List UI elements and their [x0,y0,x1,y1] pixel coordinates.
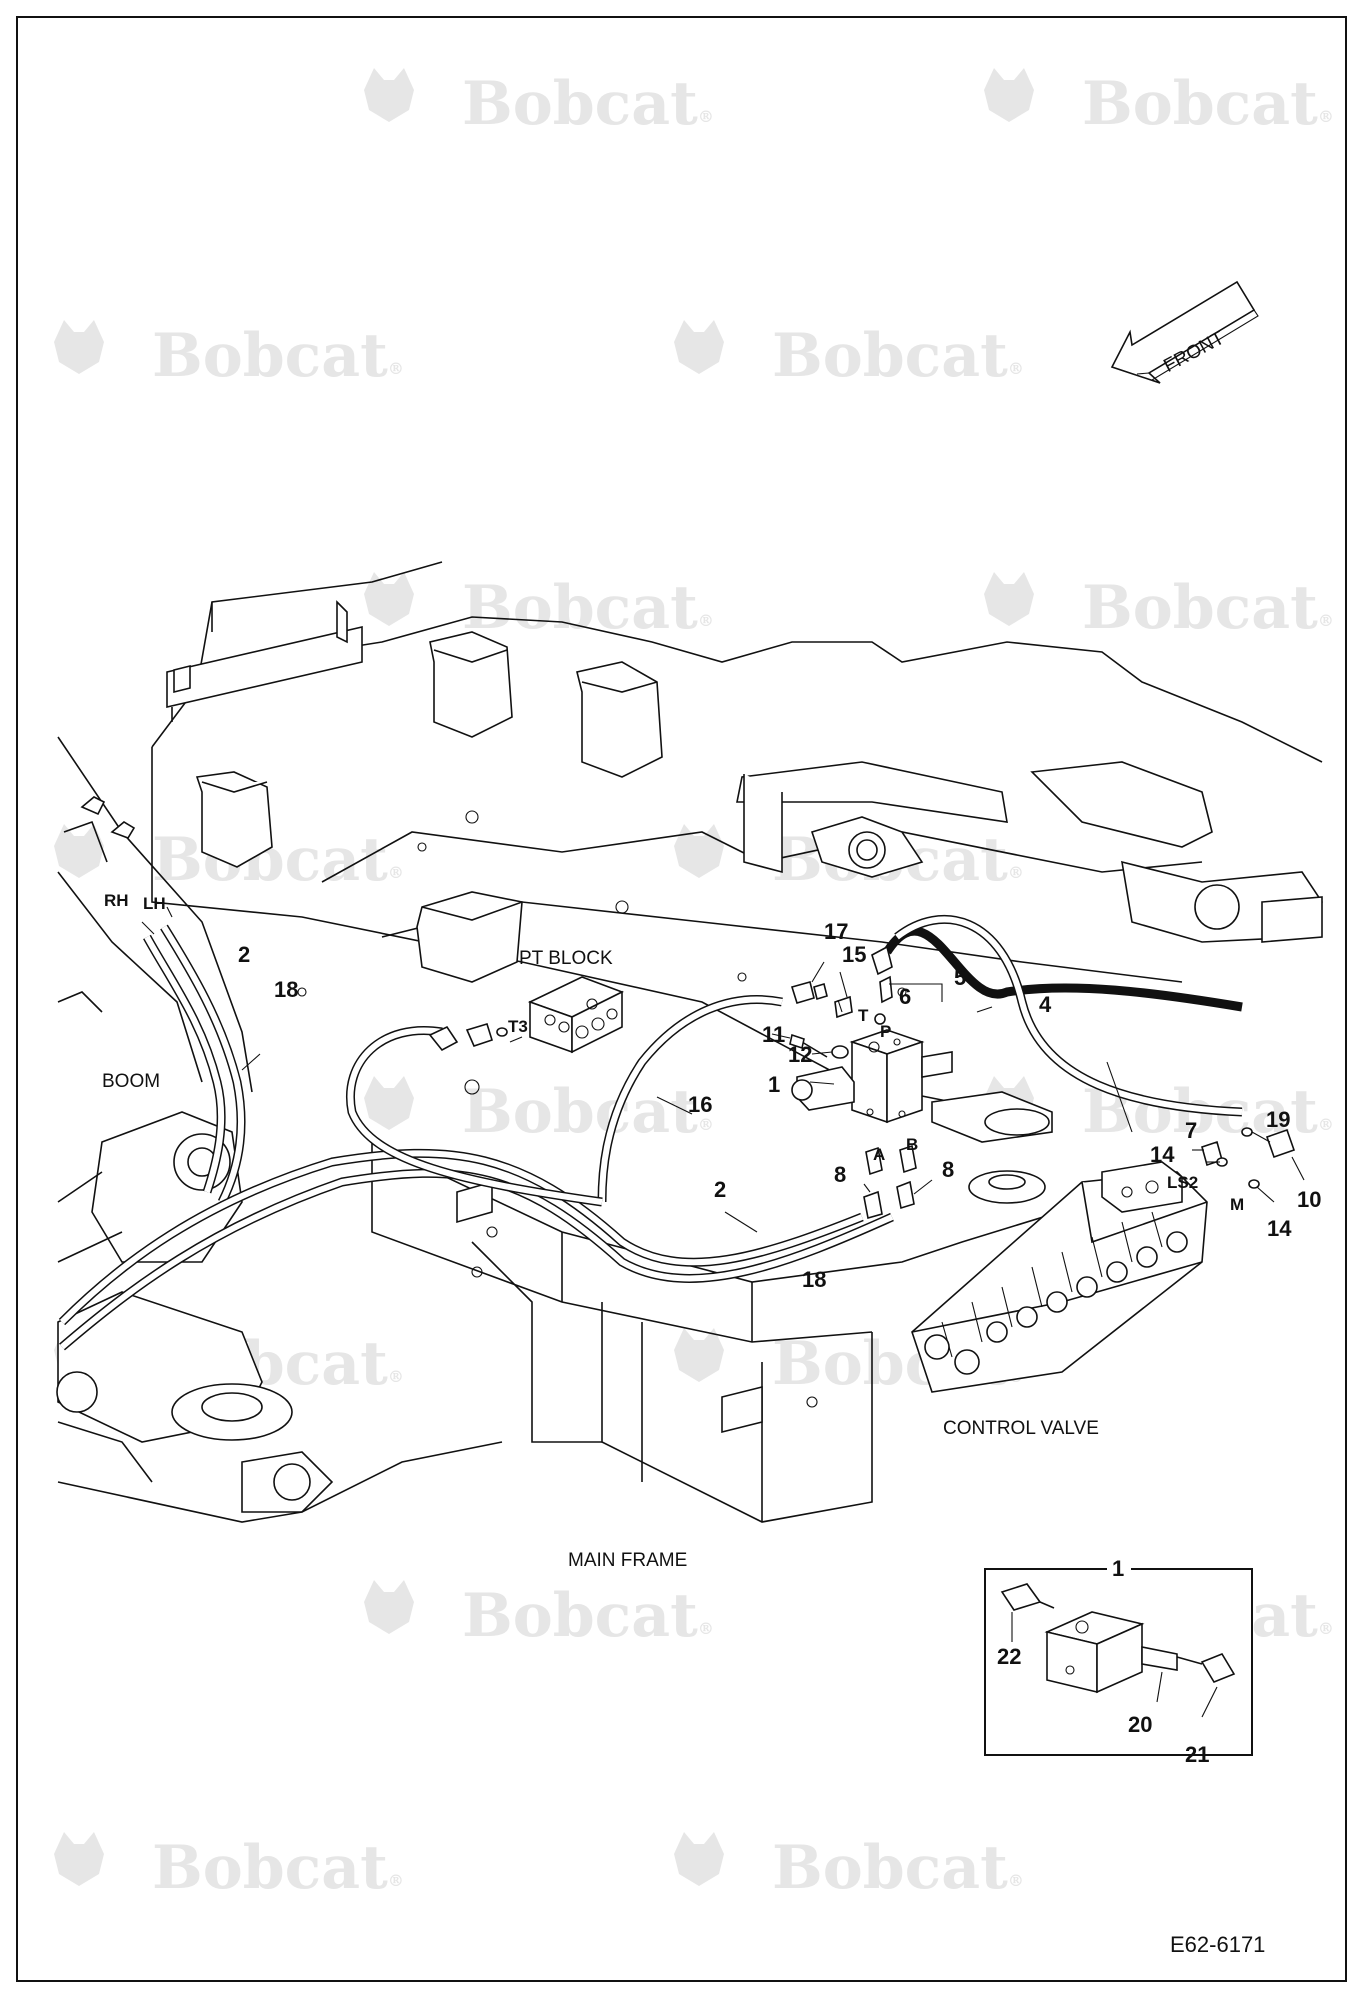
bobcat-logo-icon [364,1580,414,1634]
bobcat-logo-icon [984,68,1034,122]
b-port-label: B [906,1135,918,1154]
watermark-row-2: Bobcat® Bobcat® [54,320,1024,391]
main-frame-label: MAIN FRAME [568,1550,687,1571]
bobcat-logo-icon [674,1328,724,1382]
watermark-brand: Bobcat® [772,321,1024,391]
lh-port-label: LH [143,894,166,913]
control-valve-label: CONTROL VALVE [943,1418,1099,1439]
figure-id: E62-6171 [1170,1932,1265,1957]
hose-group [58,914,1243,1351]
t-port-label: T [858,1006,869,1025]
bobcat-logo-icon [364,1076,414,1130]
callout-19: 19 [1266,1107,1290,1132]
watermark-brand: Bobcat® [1082,573,1334,643]
bobcat-logo-icon [364,572,414,626]
callout-16: 16 [688,1092,712,1117]
callout-7: 7 [1185,1118,1197,1143]
inset-callout-21: 21 [1185,1742,1209,1767]
watermark-row-6: Bobcat® Bobcat® [54,1328,1024,1399]
watermark-brand: Bobcat® [462,69,714,139]
pt-block-label: PT BLOCK [519,948,613,969]
pt-block [428,976,624,1054]
callout-2: 2 [238,942,250,967]
watermark-brand: Bobcat® [152,825,404,895]
callout-18-lower: 18 [802,1267,826,1292]
watermark-brand: Bobcat® [772,1833,1024,1903]
p-port-label: P [880,1022,891,1041]
inset-callout-22: 22 [997,1644,1021,1669]
callout-2-lower: 2 [714,1177,726,1202]
watermark-row-3: Bobcat® Bobcat® [364,572,1334,643]
callout-10: 10 [1297,1187,1321,1212]
inset-box: 1 22 20 21 [984,1554,1253,1767]
callout-8-b: 8 [942,1157,954,1182]
callout-18: 18 [274,977,298,1002]
watermark-brand: Bobcat® [152,321,404,391]
bobcat-logo-icon [54,1832,104,1886]
m-port-label: M [1230,1195,1244,1214]
callout-8-a: 8 [834,1162,846,1187]
watermark-brand: Bobcat® [462,573,714,643]
bobcat-logo-icon [674,320,724,374]
a-port-label: A [873,1145,885,1164]
control-valve [911,1127,1296,1393]
callout-1: 1 [768,1072,780,1097]
callout-14-lower: 14 [1267,1216,1292,1241]
bobcat-logo-icon [54,320,104,374]
watermark-row-1: Bobcat® Bobcat® [364,68,1334,139]
boom-label: BOOM [102,1071,160,1092]
watermark-brand: Bobcat® [152,1833,404,1903]
callout-14-upper: 14 [1150,1142,1175,1167]
callout-17: 17 [824,919,848,944]
callout-4: 4 [1039,992,1052,1017]
watermark-brand: Bobcat® [462,1581,714,1651]
inset-title: 1 [1112,1556,1124,1581]
front-arrow: FRONT [1110,280,1259,384]
watermark-brand: Bobcat® [462,1077,714,1147]
main-frame-structure [56,561,1323,1523]
watermark-row-8: Bobcat® Bobcat® [54,1832,1024,1903]
drawing-frame: Bobcat® Bobcat® Bobcat® Bobcat® Bobcat® … [16,16,1347,1982]
ls2-port-label: LS2 [1167,1173,1198,1192]
t3-port-label: T3 [508,1017,528,1036]
callout-15: 15 [842,942,866,967]
bobcat-logo-icon [674,1832,724,1886]
inset-callout-20: 20 [1128,1712,1152,1737]
hose-4 [883,926,1243,1012]
watermark-brand: Bobcat® [1082,69,1334,139]
bobcat-logo-icon [364,68,414,122]
callout-12: 12 [788,1042,812,1067]
callout-6: 6 [899,984,911,1009]
callout-11: 11 [762,1022,785,1047]
callout-5: 5 [954,965,966,990]
rh-port-label: RH [104,891,129,910]
exploded-diagram: Bobcat® Bobcat® Bobcat® Bobcat® Bobcat® … [54,68,1334,1957]
aux-valve-1 [789,945,953,1220]
bobcat-logo-icon [984,572,1034,626]
leader-lines [141,906,1305,1233]
